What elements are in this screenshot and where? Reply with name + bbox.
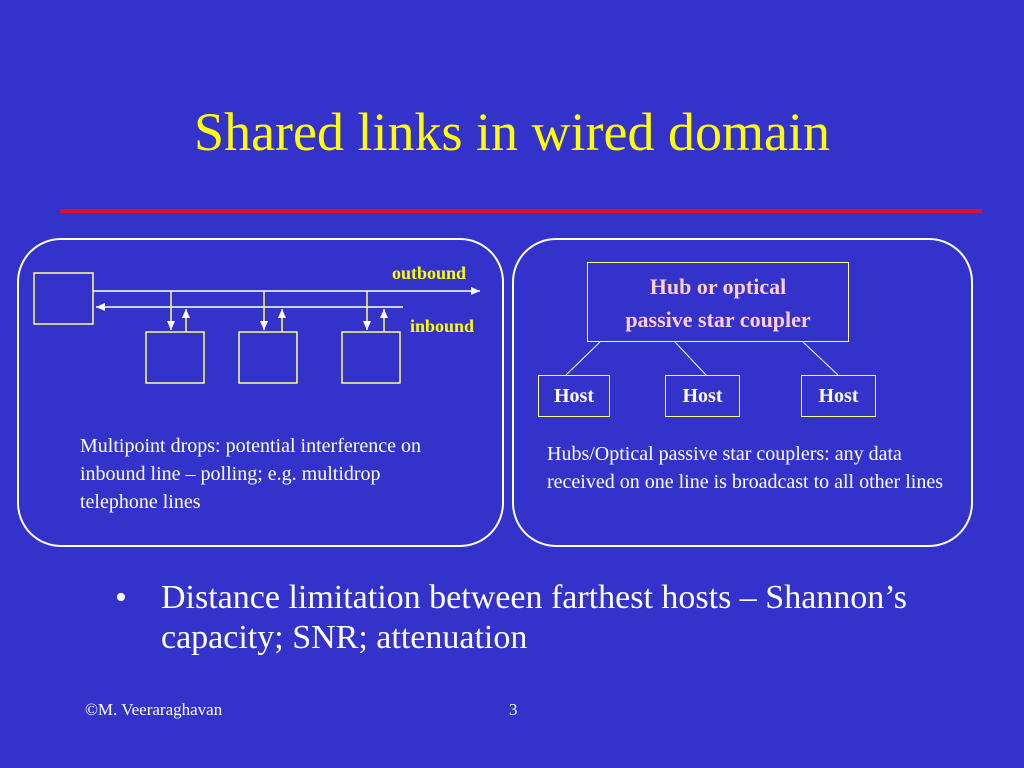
multipoint-panel xyxy=(17,238,504,547)
hub-link-3 xyxy=(802,341,839,376)
slide-title: Shared links in wired domain xyxy=(194,102,830,162)
footer-credit: ©M. Veeraraghavan xyxy=(85,700,223,719)
hub-label-line2: passive star coupler xyxy=(625,307,811,332)
drop-2 xyxy=(238,291,298,384)
bullet-text: Distance limitation between farthest hos… xyxy=(161,579,907,656)
bullet-marker: • xyxy=(115,579,127,616)
hub-box: Hub or optical passive star coupler xyxy=(587,262,849,342)
drop-station-box xyxy=(145,331,205,384)
drop-station-box xyxy=(238,331,298,384)
host-box: Host xyxy=(538,375,610,417)
page-number: 3 xyxy=(509,700,518,719)
hub-panel xyxy=(512,238,973,547)
host-box: Host xyxy=(665,375,740,417)
drop-1 xyxy=(145,291,205,384)
multipoint-caption: Multipoint drops: potential interference… xyxy=(80,435,422,513)
inbound-label: inbound xyxy=(410,316,475,336)
drop-3 xyxy=(341,291,401,384)
hub-label-line1: Hub or optical xyxy=(649,274,787,299)
hub-link-2 xyxy=(674,341,707,376)
title-divider xyxy=(60,209,982,213)
master-station-box xyxy=(33,272,94,325)
host-box: Host xyxy=(801,375,876,417)
hub-caption: Hubs/Optical passive star couplers: any … xyxy=(547,443,943,493)
drop-station-box xyxy=(341,331,401,384)
hub-link-1 xyxy=(565,341,601,376)
outbound-label: outbound xyxy=(392,263,467,283)
